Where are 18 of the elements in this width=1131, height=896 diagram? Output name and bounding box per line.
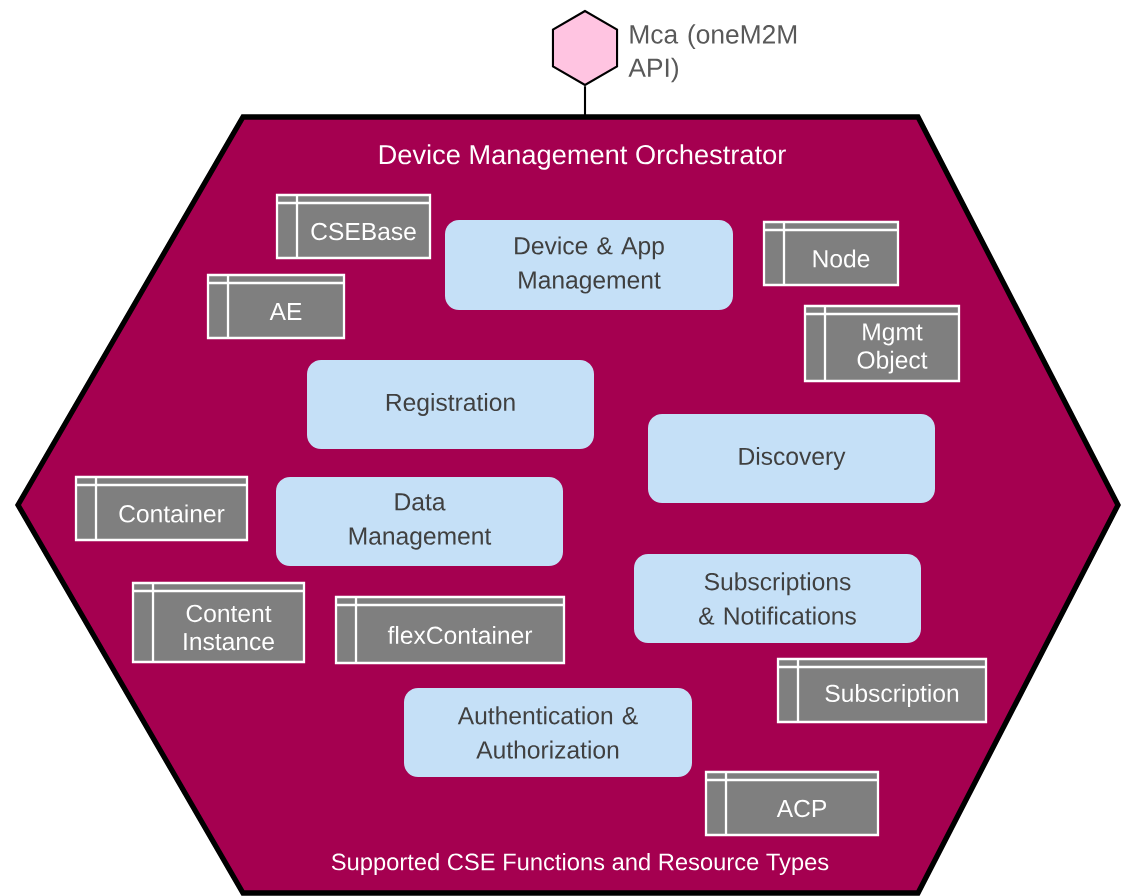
resource-box: ACP [704,770,880,837]
resource-box: AE [206,273,346,340]
function-box: Registration [307,360,594,449]
resource-box: Mgmt Object [803,304,961,383]
function-box: Discovery [648,414,935,503]
resource-box: Container [74,475,249,542]
function-box: Data Management [276,477,563,566]
resource-box: CSEBase [275,193,432,260]
function-box: Subscriptions & Notifications [634,554,921,643]
resource-box: Node [762,220,900,287]
interface-label: Mca (oneM2M API) [628,24,797,83]
resource-box: Content Instance [131,581,306,664]
function-box: Device & App Management [445,220,733,310]
resource-box: flexContainer [334,595,566,665]
connector-line [583,86,587,117]
function-box: Authentication & Authorization [404,688,692,777]
resource-box: Subscription [776,657,988,724]
interface-hexagon [551,9,619,87]
